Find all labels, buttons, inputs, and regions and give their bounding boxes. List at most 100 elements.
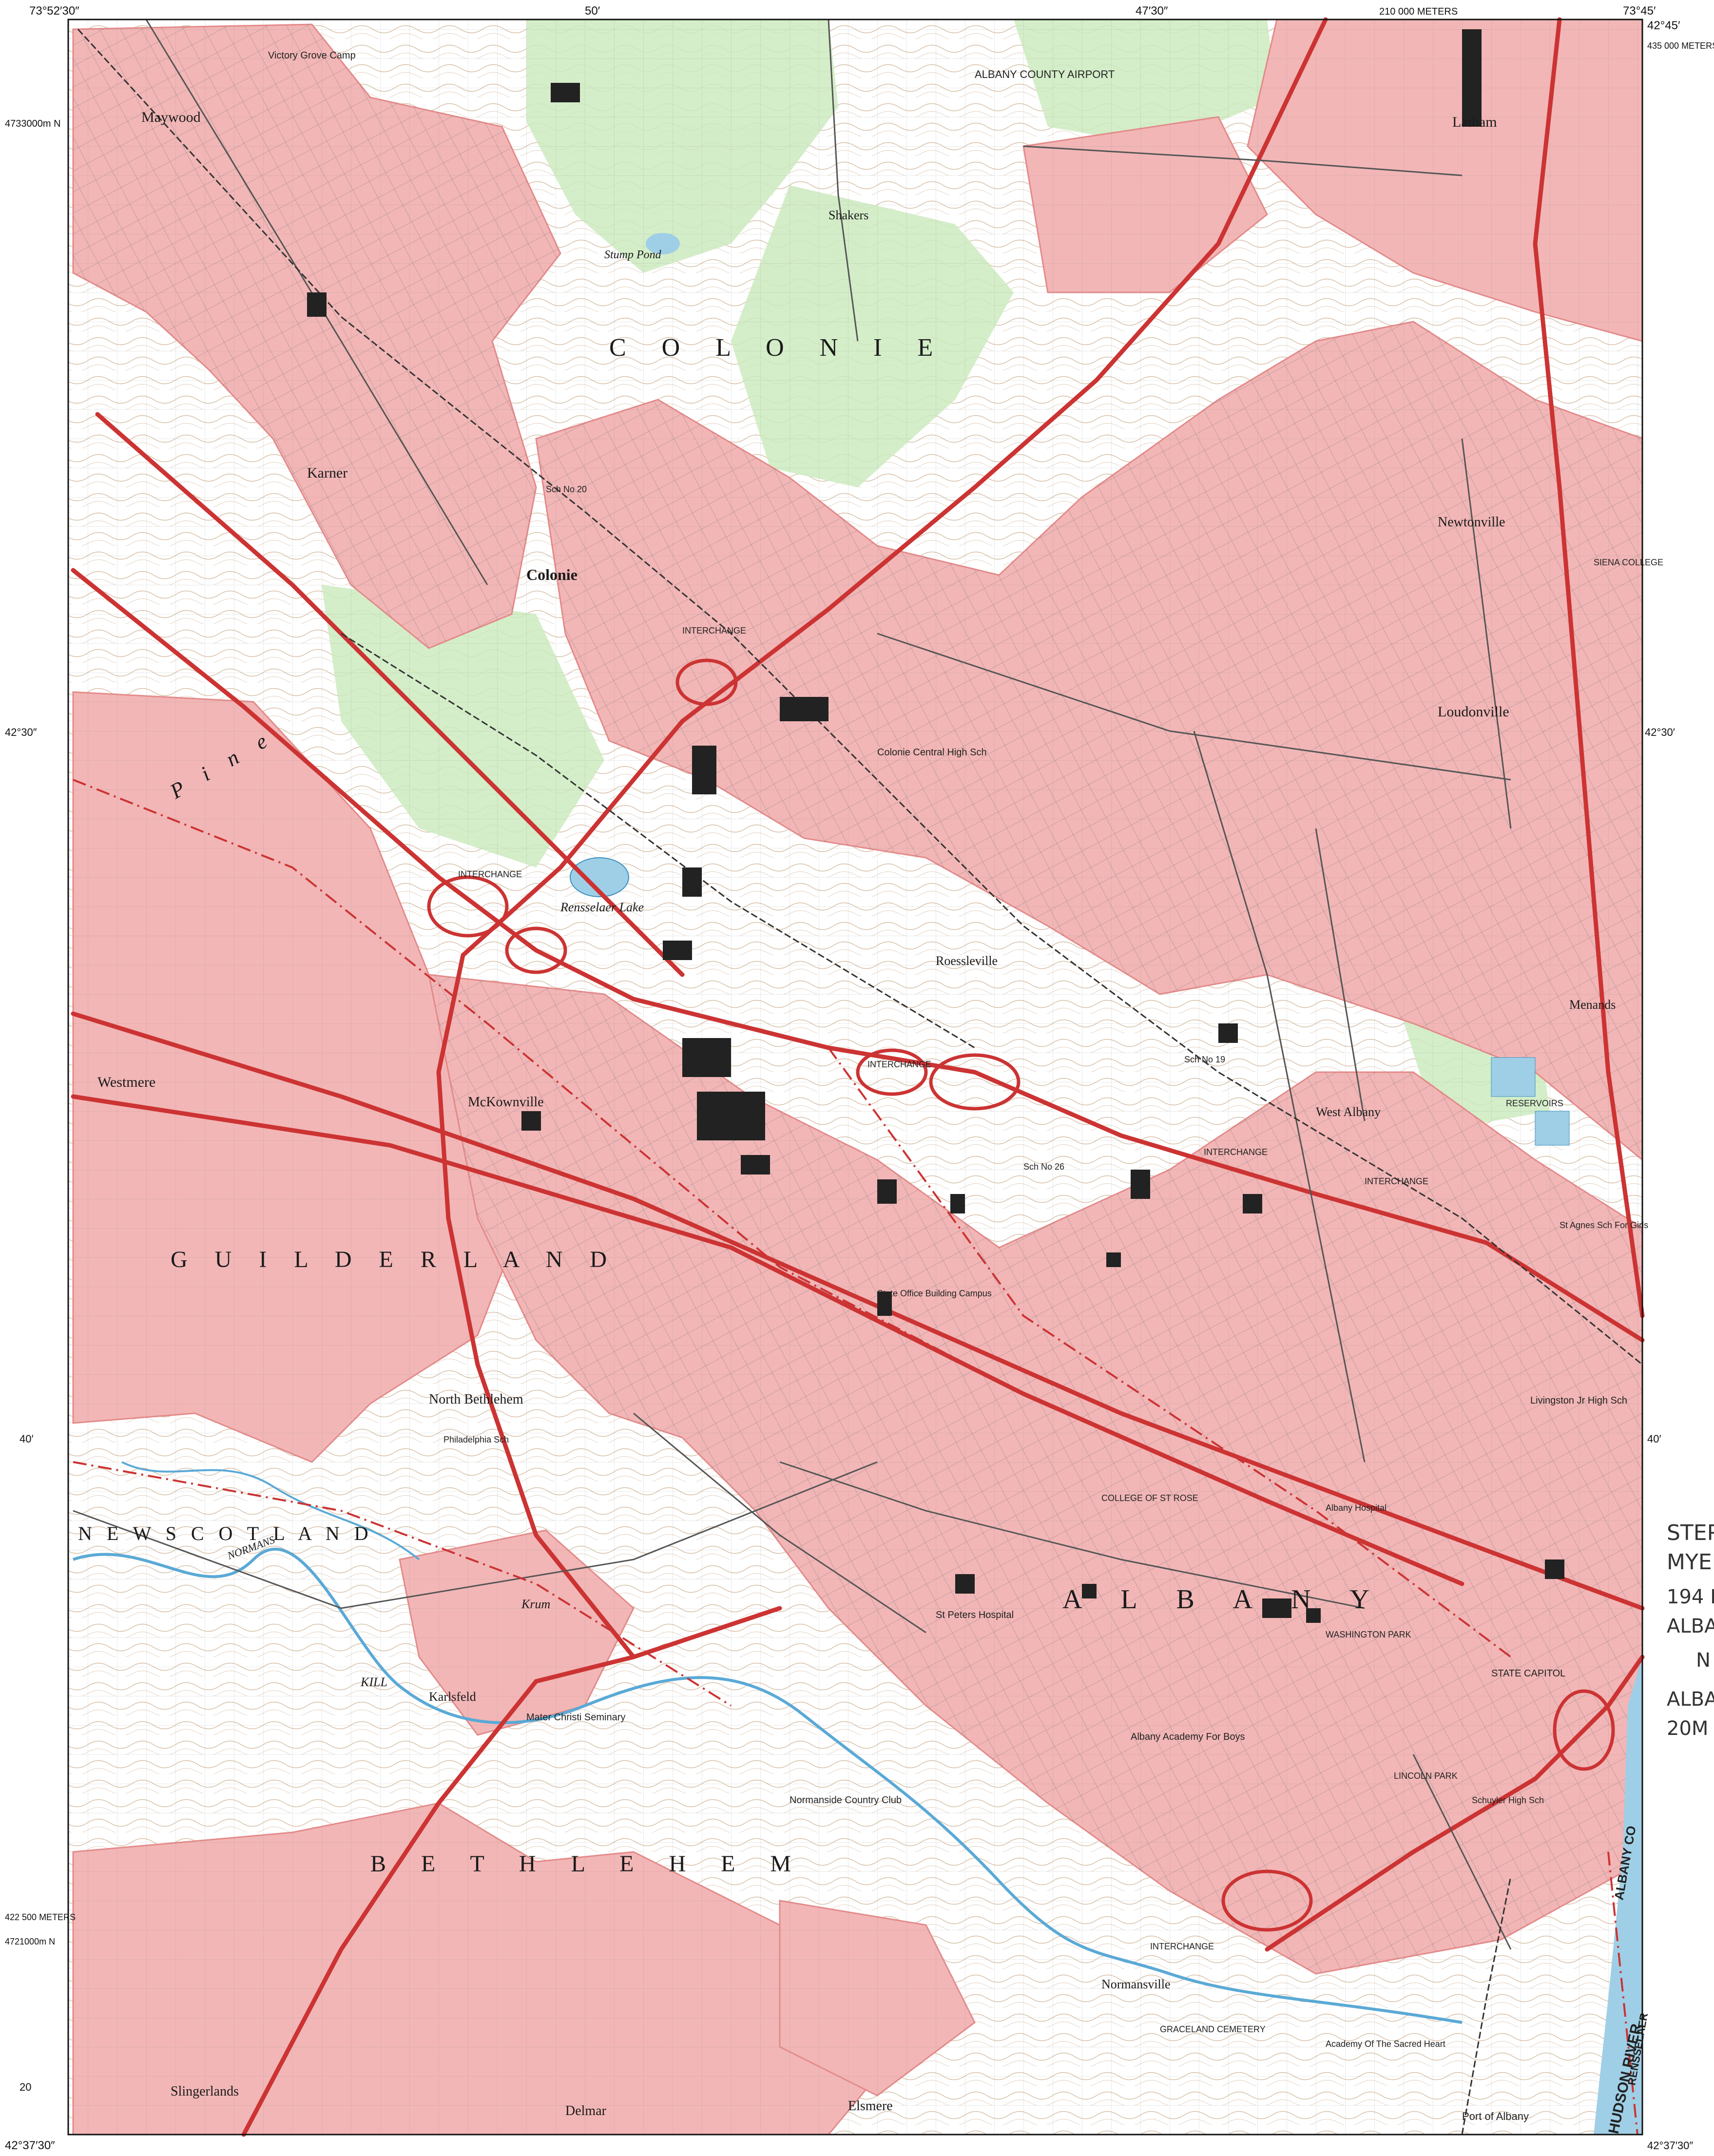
label-graceland: GRACELAND CEMETERY	[1160, 2024, 1266, 2034]
railroads	[77, 28, 1643, 2135]
label-sch26: Sch No 26	[1023, 1162, 1064, 1172]
label-maywood: Maywood	[141, 109, 201, 125]
edge-annotations: 73°52′30″ 50′ 47′30″ 210 000 METERS 73°4…	[5, 4, 1714, 2152]
edge-left-meters: 422 500 METERS	[5, 1912, 76, 1922]
edge-left-33: 4733000m N	[5, 118, 61, 129]
edge-bottom-left: 42°37′30″	[5, 2139, 55, 2152]
edge-right-meters: 435 000 METERS	[1647, 41, 1714, 51]
edge-top-lat-right: 42°45′	[1647, 19, 1680, 32]
label-interchange-4: INTERCHANGE	[1204, 1147, 1268, 1157]
label-lincoln-park: LINCOLN PARK	[1394, 1771, 1458, 1781]
label-st-agnes: St Agnes Sch For Girls	[1560, 1220, 1648, 1230]
label-port-albany: Port of Albany	[1462, 2110, 1529, 2122]
label-guilderland: G U I L D E R L A N D	[171, 1247, 617, 1272]
edge-left-20: 20	[19, 2081, 31, 2093]
label-karner: Karner	[307, 465, 347, 481]
edge-top-50: 50′	[585, 4, 600, 18]
interstate-787	[1265, 1655, 1645, 1952]
handwritten-note: STEP MYER 194 L ALBA N ALBA 20M	[1667, 1521, 1714, 1740]
label-normansville: Normansville	[1101, 1977, 1171, 1991]
label-colonie-town: Colonie	[526, 566, 578, 583]
label-washington-park: WASHINGTON PARK	[1326, 1630, 1411, 1639]
label-rensselaer-lake: Rensselaer Lake	[560, 900, 644, 914]
hudson-river	[1594, 1657, 1642, 2135]
label-college-rose: COLLEGE OF ST ROSE	[1101, 1493, 1198, 1503]
label-interchange-1: INTERCHANGE	[458, 869, 522, 879]
label-philadelphia: Philadelphia Sch	[443, 1435, 509, 1444]
hand-line-3: 194 L	[1667, 1586, 1714, 1608]
reservoir-2	[1535, 1111, 1570, 1146]
label-stump-pond: Stump Pond	[604, 249, 662, 261]
label-normans-kill: KILL	[360, 1675, 387, 1689]
label-westmere: Westmere	[97, 1074, 155, 1090]
hand-line-5: N	[1696, 1649, 1711, 1672]
label-karlsfeld: Karlsfeld	[429, 1690, 476, 1704]
edge-left-40: 40′	[19, 1433, 34, 1445]
edge-top-left: 73°52′30″	[29, 4, 79, 18]
label-interchange-6: INTERCHANGE	[1150, 1942, 1214, 1951]
label-colonie-central: Colonie Central High Sch	[877, 747, 987, 758]
hand-line-6: ALBA	[1667, 1688, 1714, 1711]
edge-right-lat-mid: 42°30′	[1645, 726, 1675, 738]
label-menands: Menands	[1569, 998, 1616, 1012]
label-st-peters: St Peters Hospital	[936, 1610, 1014, 1620]
interchanges	[427, 658, 1615, 1932]
label-elsmere: Elsmere	[848, 2098, 893, 2114]
route-155	[95, 412, 685, 977]
label-loudonville: Loudonville	[1438, 704, 1509, 720]
label-interchange-5: INTERCHANGE	[1365, 1176, 1428, 1186]
edge-top-right: 73°45′	[1623, 4, 1656, 18]
label-state-capitol: STATE CAPITOL	[1491, 1668, 1565, 1679]
interstate-87	[436, 17, 1328, 1659]
hand-line-7: 20M	[1667, 1717, 1708, 1740]
buildings	[307, 29, 1564, 1623]
route-9	[1533, 17, 1645, 1318]
label-new-scotland: N E W S C O T L A N D	[78, 1522, 373, 1544]
label-mckownville: McKownville	[468, 1095, 544, 1110]
label-albany-hospital: Albany Hospital	[1326, 1503, 1387, 1513]
utm-grid	[68, 19, 1642, 2135]
edge-left-21: 4721000m N	[5, 1937, 55, 1946]
label-siena: SIENA COLLEGE	[1594, 558, 1663, 567]
label-krum: Krum	[521, 1597, 550, 1611]
route-5	[71, 1094, 1464, 1586]
water-features	[73, 233, 1642, 2135]
label-sch20: Sch No 20	[546, 484, 587, 494]
edge-top-mid: 47′30″	[1136, 4, 1168, 18]
edge-top-meters: 210 000 METERS	[1379, 6, 1458, 17]
label-airport: ALBANY COUNTY AIRPORT	[975, 68, 1115, 80]
label-interchange-2: INTERCHANGE	[682, 626, 746, 635]
boundaries	[73, 779, 1638, 2135]
label-shakers: Shakers	[828, 208, 868, 222]
secondary-roads	[73, 19, 1512, 1950]
label-reservoirs: RESERVOIRS	[1506, 1098, 1563, 1108]
label-west-albany: West Albany	[1316, 1105, 1381, 1119]
label-roessleville: Roessleville	[936, 954, 998, 968]
hand-line-1: STEP	[1667, 1521, 1714, 1545]
label-state-office: State Office Building Campus	[877, 1289, 992, 1298]
label-victory-grove: Victory Grove Camp	[268, 50, 356, 61]
hand-line-2: MYER	[1667, 1550, 1714, 1575]
label-schuyler: Schuyler High Sch	[1472, 1795, 1544, 1805]
label-latham: Latham	[1452, 114, 1497, 130]
map-neatline	[67, 19, 1643, 2136]
stump-pond	[646, 233, 680, 254]
route-85	[241, 1606, 782, 2137]
label-normanside: Normanside Country Club	[790, 1795, 902, 1806]
label-slingerlands: Slingerlands	[171, 2084, 239, 2099]
label-colonie-big: C O L O N I E	[609, 334, 947, 362]
label-newtonville: Newtonville	[1438, 515, 1505, 530]
krum-kill	[121, 1461, 420, 1560]
label-albany-academy-boys: Albany Academy For Boys	[1131, 1732, 1245, 1742]
reservoir-1	[1491, 1057, 1536, 1097]
edge-right-40: 40′	[1647, 1433, 1661, 1445]
label-albany-big: A L B A N Y	[1062, 1584, 1386, 1615]
major-roads	[71, 17, 1645, 2137]
normans-kill	[73, 1547, 1463, 2024]
label-livingston: Livingston Jr High Sch	[1530, 1395, 1627, 1406]
label-north-bethlehem: North Bethlehem	[429, 1392, 523, 1407]
rensselaer-lake	[570, 857, 629, 897]
label-bethlehem: B E T H L E H E M	[370, 1851, 806, 1877]
us-20-western-ave	[71, 1011, 1645, 1611]
